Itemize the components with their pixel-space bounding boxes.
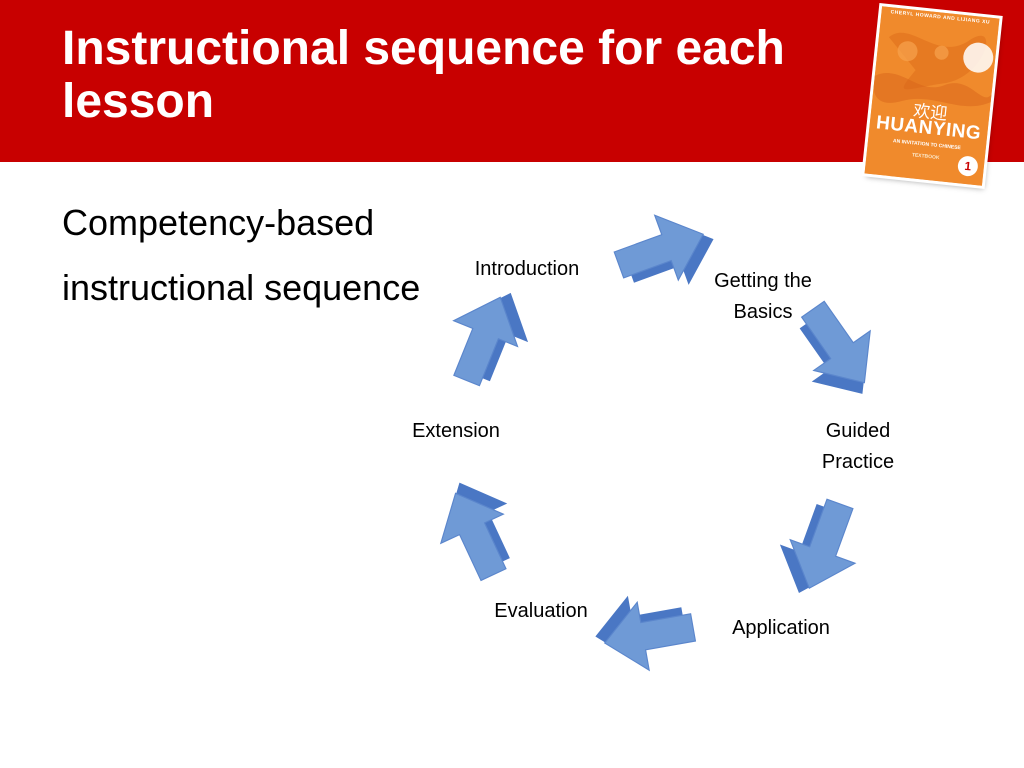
cycle-arrow-guided-practice — [765, 488, 873, 609]
step-label-guided-practice: Guided Practice — [821, 420, 895, 473]
title-bar — [0, 0, 1024, 162]
step-label-evaluation: Evaluation — [494, 600, 588, 622]
step-label-introduction: Introduction — [474, 258, 580, 280]
step-label-getting-the-basics: Getting the Basics — [714, 270, 812, 323]
slide-title: Instructional sequence for each lesson — [62, 22, 785, 128]
cycle-arrow-evaluation — [420, 467, 533, 590]
cycle-arrow-extension — [434, 276, 544, 398]
slide-subtitle: Competency-based instructional sequence — [62, 202, 421, 308]
step-label-application: Application — [732, 617, 830, 639]
step-label-extension: Extension — [412, 420, 500, 442]
textbook-cover-image: CHERYL HOWARD AND LIJIANG XU 欢迎 HUANYING… — [864, 6, 1000, 186]
